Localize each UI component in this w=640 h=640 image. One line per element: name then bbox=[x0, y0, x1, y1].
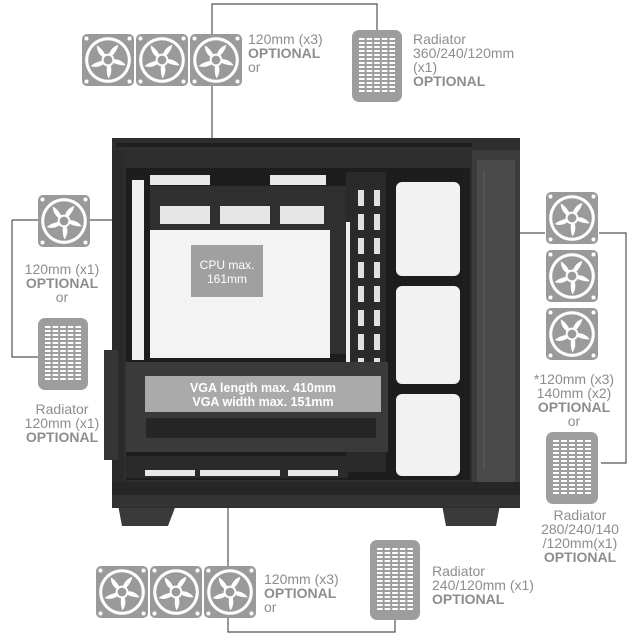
case-feet bbox=[118, 505, 500, 526]
cpu-limit-line2: 161mm bbox=[206, 272, 247, 286]
bottom-radiator-label: Radiator 240/120mm (x1) OPTIONAL bbox=[432, 564, 534, 606]
right-rad-line3: /120mm(x1) bbox=[542, 535, 618, 551]
bottom-rad-line2: 240/120mm (x1) bbox=[432, 577, 534, 593]
bottom-fan-size: 120mm (x3) bbox=[264, 571, 339, 587]
top-fan-label: 120mm (x3) OPTIONAL or bbox=[248, 32, 323, 74]
left-fan-label: 120mm (x1) OPTIONAL or bbox=[10, 262, 114, 304]
top-rad-line1: Radiator bbox=[413, 31, 466, 47]
top-rad-line2: 360/240/120mm bbox=[413, 45, 515, 61]
right-rad-line2: 280/240/140 bbox=[541, 521, 619, 537]
left-fan-size: 120mm (x1) bbox=[24, 261, 100, 277]
vga-length-text: VGA length max. 410mm bbox=[189, 381, 337, 395]
right-fan-3-icon bbox=[546, 308, 598, 360]
bottom-rad-line1: Radiator bbox=[432, 563, 485, 579]
bottom-radiator-icon bbox=[370, 540, 420, 620]
left-rad-optional: OPTIONAL bbox=[25, 429, 99, 445]
cpu-limit-box bbox=[191, 245, 263, 297]
right-fan-or: or bbox=[567, 413, 581, 429]
top-radiator-label: Radiator 360/240/120mm (x1) OPTIONAL bbox=[413, 32, 514, 88]
vga-limit-box bbox=[145, 376, 381, 412]
right-radiator-icon bbox=[546, 432, 598, 504]
bottom-rad-optional: OPTIONAL bbox=[432, 591, 505, 607]
left-radiator-icon bbox=[38, 318, 88, 390]
right-rad-line1: Radiator bbox=[553, 507, 607, 523]
left-rad-line2: 120mm (x1) bbox=[24, 415, 100, 431]
right-fan-line2: 140mm (x2) bbox=[536, 385, 612, 401]
top-fan-3-icon bbox=[190, 34, 242, 86]
left-rad-line1: Radiator bbox=[35, 401, 89, 417]
top-radiator-icon bbox=[352, 30, 402, 102]
right-fan-label: *120mm (x3) 140mm (x2) OPTIONAL or bbox=[522, 372, 626, 428]
bottom-fan-2-icon bbox=[150, 566, 202, 618]
cpu-limit-label: CPU max. 161mm bbox=[191, 258, 263, 286]
right-radiator-label: Radiator 280/240/140 /120mm(x1) OPTIONAL bbox=[526, 508, 634, 564]
top-fan-1-icon bbox=[82, 34, 134, 86]
top-fan-optional: OPTIONAL bbox=[248, 45, 321, 61]
left-fan-optional: OPTIONAL bbox=[25, 275, 99, 291]
vga-limit-label: VGA length max. 410mm VGA width max. 151… bbox=[145, 381, 381, 409]
top-fan-or: or bbox=[248, 59, 261, 75]
top-rad-line3: (x1) bbox=[413, 59, 438, 75]
top-rad-optional: OPTIONAL bbox=[413, 73, 486, 89]
right-fan-line1: *120mm (x3) bbox=[533, 371, 615, 387]
pc-case bbox=[104, 138, 520, 508]
vga-width-text: VGA width max. 151mm bbox=[192, 395, 334, 409]
right-fan-2-icon bbox=[546, 250, 598, 302]
right-fan-optional: OPTIONAL bbox=[537, 399, 611, 415]
cpu-limit-line1: CPU max. bbox=[199, 258, 255, 272]
bottom-fan-label: 120mm (x3) OPTIONAL or bbox=[264, 572, 339, 614]
bottom-fan-1-icon bbox=[96, 566, 148, 618]
right-rad-optional: OPTIONAL bbox=[543, 549, 617, 565]
top-fan-size: 120mm (x3) bbox=[248, 31, 323, 47]
top-fan-2-icon bbox=[136, 34, 188, 86]
bottom-fan-optional: OPTIONAL bbox=[264, 585, 337, 601]
right-fan-1-icon bbox=[546, 192, 598, 244]
left-radiator-label: Radiator 120mm (x1) OPTIONAL bbox=[10, 402, 114, 444]
bottom-fan-3-icon bbox=[204, 566, 256, 618]
bottom-fan-or: or bbox=[264, 599, 277, 615]
left-fan-icon bbox=[38, 195, 90, 247]
left-fan-or: or bbox=[55, 289, 69, 305]
